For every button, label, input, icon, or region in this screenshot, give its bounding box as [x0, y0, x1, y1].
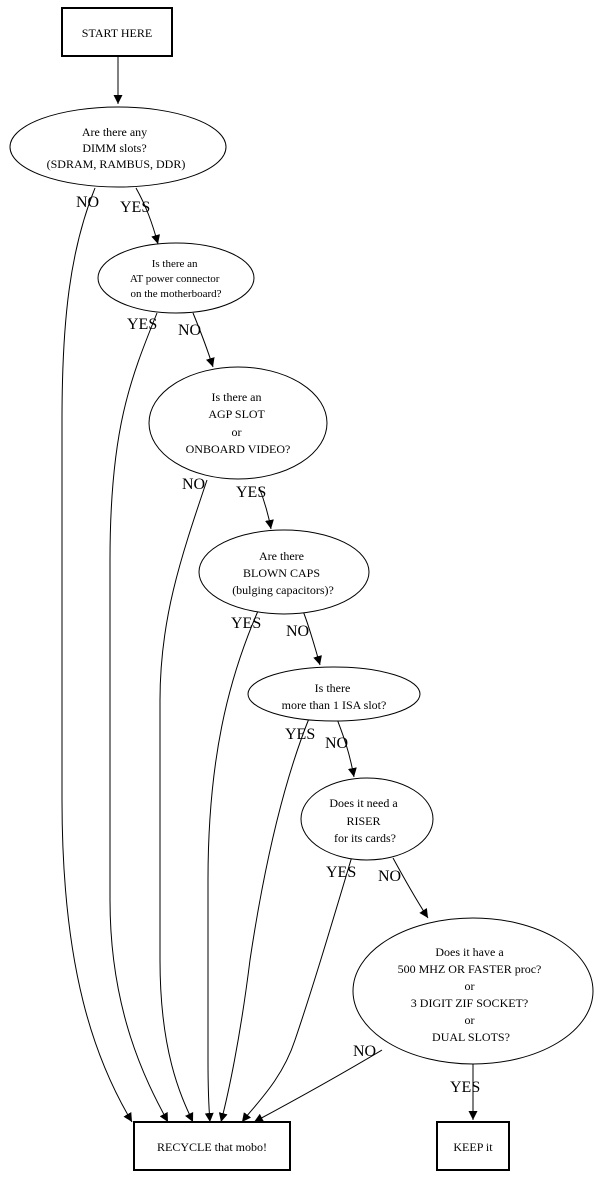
node-agp-text: Is there an AGP SLOT or ONBOARD VIDEO? [186, 390, 291, 456]
label-caps-yes: YES [231, 615, 261, 632]
edge-dimm-no [61, 187, 133, 1123]
node-cpu: Does it have a 500 MHZ OR FASTER proc? o… [352, 917, 594, 1065]
label-riser-yes: YES [326, 864, 356, 881]
label-riser-no: NO [378, 868, 401, 885]
label-isa-no: NO [325, 735, 348, 752]
label-at-no: NO [178, 322, 201, 339]
node-at-power: Is there an AT power connector on the mo… [97, 242, 255, 314]
edge-agp-no [159, 479, 208, 1123]
edges [61, 56, 478, 1123]
node-dimm: Are there any DIMM slots? (SDRAM, RAMBUS… [9, 106, 227, 188]
edge-cpu-no [253, 1049, 383, 1123]
edge-at-no [192, 312, 215, 368]
node-agp: Is there an AGP SLOT or ONBOARD VIDEO? [148, 366, 328, 480]
node-start-label: START HERE [82, 26, 152, 40]
node-riser-text: Does it need a RISER for its cards? [329, 796, 400, 845]
label-cpu-yes: YES [450, 1079, 480, 1096]
label-caps-no: NO [286, 623, 309, 640]
edge-riser-yes [241, 852, 354, 1123]
edge-labels: NO YES YES NO NO YES YES NO YES NO YES N… [76, 194, 480, 1096]
node-isa: Is there more than 1 ISA slot? [247, 666, 421, 722]
edge-isa-no [336, 718, 357, 778]
node-cpu-text: Does it have a 500 MHZ OR FASTER proc? o… [398, 945, 545, 1044]
edge-isa-yes [218, 715, 311, 1123]
label-dimm-yes: YES [120, 199, 150, 216]
label-dimm-no: NO [76, 194, 99, 211]
node-recycle: RECYCLE that mobo! [133, 1121, 291, 1171]
node-dimm-text: Are there any DIMM slots? (SDRAM, RAMBUS… [47, 125, 186, 171]
label-isa-yes: YES [285, 726, 315, 743]
label-at-yes: YES [127, 316, 157, 333]
label-agp-no: NO [182, 476, 205, 493]
label-agp-yes: YES [236, 484, 266, 501]
node-keep: KEEP it [436, 1121, 510, 1171]
edge-caps-yes [204, 610, 259, 1123]
node-recycle-label: RECYCLE that mobo! [157, 1140, 267, 1154]
node-start: START HERE [61, 7, 173, 57]
node-isa-text: Is there more than 1 ISA slot? [282, 681, 387, 712]
edge-agp-yes [258, 486, 274, 530]
node-keep-label: KEEP it [453, 1140, 493, 1154]
node-caps-text: Are there BLOWN CAPS (bulging capacitors… [232, 549, 334, 597]
edge-dimm-yes [135, 187, 160, 245]
edge-riser-no [392, 857, 429, 919]
node-at-power-text: Is there an AT power connector on the mo… [130, 258, 222, 300]
node-caps: Are there BLOWN CAPS (bulging capacitors… [198, 529, 370, 615]
label-cpu-no: NO [353, 1043, 376, 1060]
edge-at-yes [109, 312, 169, 1123]
node-riser: Does it need a RISER for its cards? [300, 777, 434, 861]
